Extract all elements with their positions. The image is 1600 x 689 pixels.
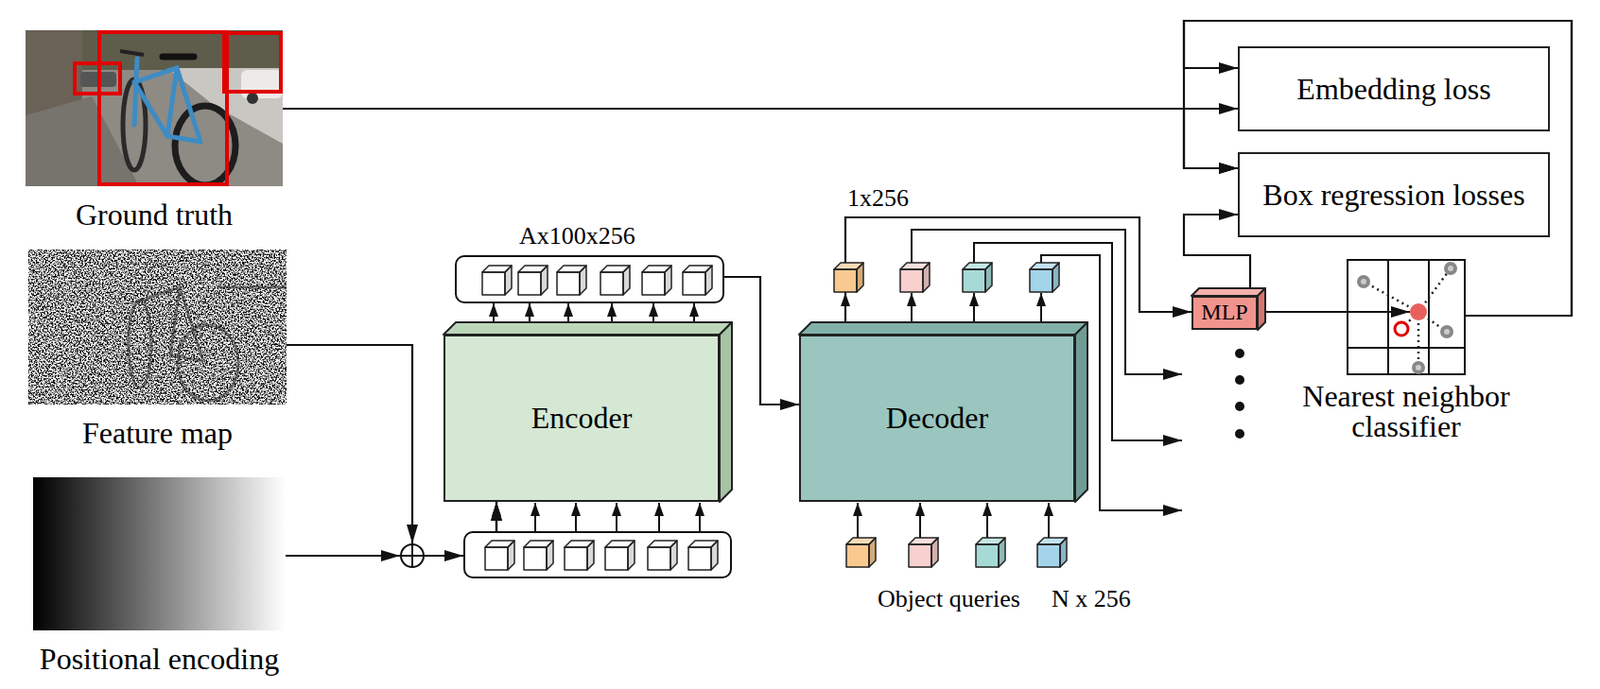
box-label: Box regression losses <box>1262 177 1525 213</box>
token-cubes <box>485 540 718 571</box>
query-arrows <box>857 503 1049 539</box>
decoder-output-cubes <box>834 262 1060 293</box>
caption: Nearest neighbor classifier <box>1264 381 1548 442</box>
ground-truth-photo <box>25 30 283 187</box>
feature-map-image <box>28 249 287 405</box>
connector <box>1257 311 1410 314</box>
caption: Positional encoding <box>33 642 286 678</box>
decoder-output-arrows <box>845 293 1042 323</box>
dimension-label: N x 256 <box>1051 586 1131 614</box>
connector <box>1183 20 1572 316</box>
process-box: Box regression losses <box>1237 152 1550 238</box>
caption: Feature map <box>28 416 287 452</box>
process-box: Embedding loss <box>1237 46 1550 132</box>
image-panel: Ground truth <box>25 30 283 233</box>
process-box: MLP <box>1191 295 1258 331</box>
caption: Ground truth <box>25 197 283 233</box>
image-panel: Positional encoding <box>33 477 286 678</box>
token-row <box>455 256 724 303</box>
connector <box>1183 20 1572 316</box>
dimension-label: Ax100x256 <box>519 223 636 251</box>
classifier-node: Nearest neighbor classifier <box>1264 259 1548 442</box>
nearest-neighbor-grid <box>1346 259 1466 376</box>
box-label: Embedding loss <box>1296 71 1491 107</box>
object-query-cubes <box>846 538 1067 568</box>
connector <box>282 108 1238 169</box>
dimension-label: Object queries <box>877 586 1021 614</box>
process-box: Encoder <box>443 334 720 503</box>
token-row <box>464 532 731 578</box>
process-box: Decoder <box>799 334 1076 503</box>
box-label: Decoder <box>886 400 989 436</box>
dimension-label: 1x256 <box>847 185 909 213</box>
positional-encoding-gradient <box>33 477 286 631</box>
token-cubes <box>482 265 713 296</box>
image-panel: Feature map <box>28 249 287 452</box>
box-label: MLP <box>1200 299 1248 327</box>
connector <box>845 217 1192 335</box>
encoder-input-arrows <box>496 503 700 533</box>
sum-symbol <box>359 510 464 568</box>
encoder-output-arrows <box>493 303 695 323</box>
box-label: Encoder <box>531 400 633 436</box>
ellipsis-dots <box>1234 348 1245 439</box>
